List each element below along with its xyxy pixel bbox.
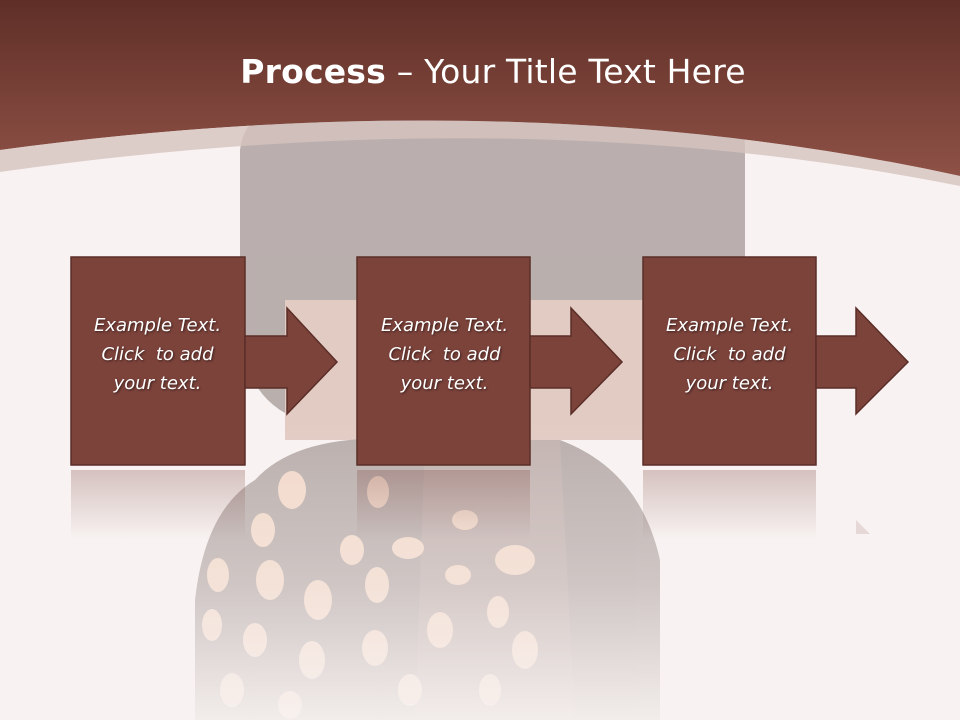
title-bold: Process [240,52,386,91]
step-text-1[interactable]: Example Text. Click to add your text. [70,311,245,398]
step-line: Example Text. [93,315,222,336]
reflection [71,470,870,540]
title-dash: – [386,52,425,91]
arrow-3-icon [815,306,910,416]
step-line: Click to add [388,344,501,365]
step-line: your text. [685,373,774,394]
step-line: your text. [113,373,202,394]
step-box-1[interactable] [70,256,246,466]
arrow-2-icon [529,306,624,416]
step-text-3[interactable]: Example Text. Click to add your text. [642,311,817,398]
step-line: your text. [400,373,489,394]
header-band [0,0,960,176]
step-box-2[interactable] [356,256,531,466]
title-rest: Your Title Text Here [424,52,746,91]
arrow-1-icon [244,306,339,416]
slide-title[interactable]: Process – Your Title Text Here [0,52,960,91]
step-box-3[interactable] [642,256,817,466]
step-line: Click to add [673,344,786,365]
step-line: Example Text. [665,315,794,336]
step-line: Example Text. [380,315,509,336]
header-swoosh [0,120,960,186]
step-line: Click to add [101,344,214,365]
step-text-2[interactable]: Example Text. Click to add your text. [357,311,532,398]
